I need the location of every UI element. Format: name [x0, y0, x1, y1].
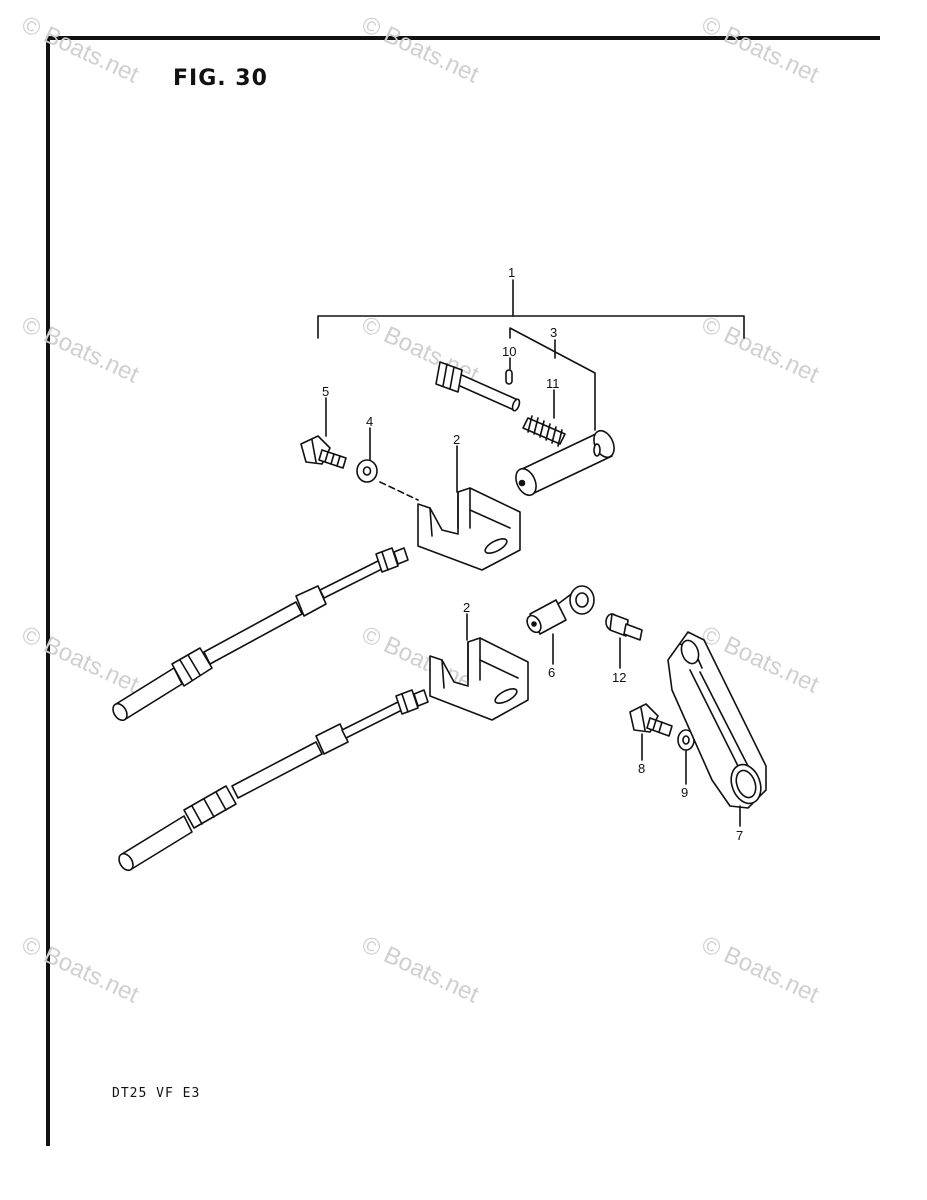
- dashed-assembly-line: [379, 481, 419, 501]
- watermark-3: © Boats.net: [697, 11, 823, 89]
- cable-upper: [112, 547, 409, 722]
- frame-top-border: [48, 36, 880, 40]
- ball-joint-6: [526, 585, 595, 635]
- callout-8: 8: [638, 761, 645, 776]
- callout-1: 1: [508, 265, 515, 280]
- callout-3: 3: [550, 325, 557, 340]
- watermark-7: © Boats.net: [17, 621, 143, 699]
- callout-6: 6: [548, 665, 555, 680]
- callout-10: 10: [502, 344, 516, 359]
- callout-2-lower: 2: [463, 600, 470, 615]
- watermark-4: © Boats.net: [17, 311, 143, 389]
- callout-4: 4: [366, 414, 373, 429]
- watermark-10: © Boats.net: [17, 931, 143, 1009]
- watermark-1: © Boats.net: [17, 11, 143, 89]
- spring-11: [522, 415, 566, 447]
- bolt-8: [629, 703, 673, 737]
- callout-5: 5: [322, 384, 329, 399]
- leader-3-bracket: [509, 327, 596, 431]
- callout-11: 11: [546, 376, 560, 391]
- pivot-shaft: [435, 361, 521, 412]
- callout-12: 12: [612, 670, 626, 685]
- cable-lower: [118, 689, 429, 872]
- watermark-11: © Boats.net: [357, 931, 483, 1009]
- pin-10: [505, 369, 513, 385]
- clamp-bracket-upper: [417, 487, 521, 571]
- callout-2-upper: 2: [453, 432, 460, 447]
- lever-arm-7: [667, 631, 767, 809]
- callout-7: 7: [736, 828, 743, 843]
- assembly-bracket: [317, 315, 745, 339]
- clamp-bracket-lower: [429, 637, 529, 721]
- watermark-6: © Boats.net: [697, 311, 823, 389]
- watermark-12: © Boats.net: [697, 931, 823, 1009]
- washer-9: [677, 729, 695, 751]
- pivot-tube: [515, 429, 615, 497]
- figure-title: FIG. 30: [173, 66, 268, 91]
- callout-9: 9: [681, 785, 688, 800]
- watermark-2: © Boats.net: [357, 11, 483, 89]
- frame-left-border: [46, 36, 50, 1146]
- model-code: DT25 VF E3: [112, 1086, 201, 1101]
- bolt-5: [300, 435, 347, 469]
- grease-nipple-12: [605, 613, 643, 641]
- washer-4: [356, 459, 378, 483]
